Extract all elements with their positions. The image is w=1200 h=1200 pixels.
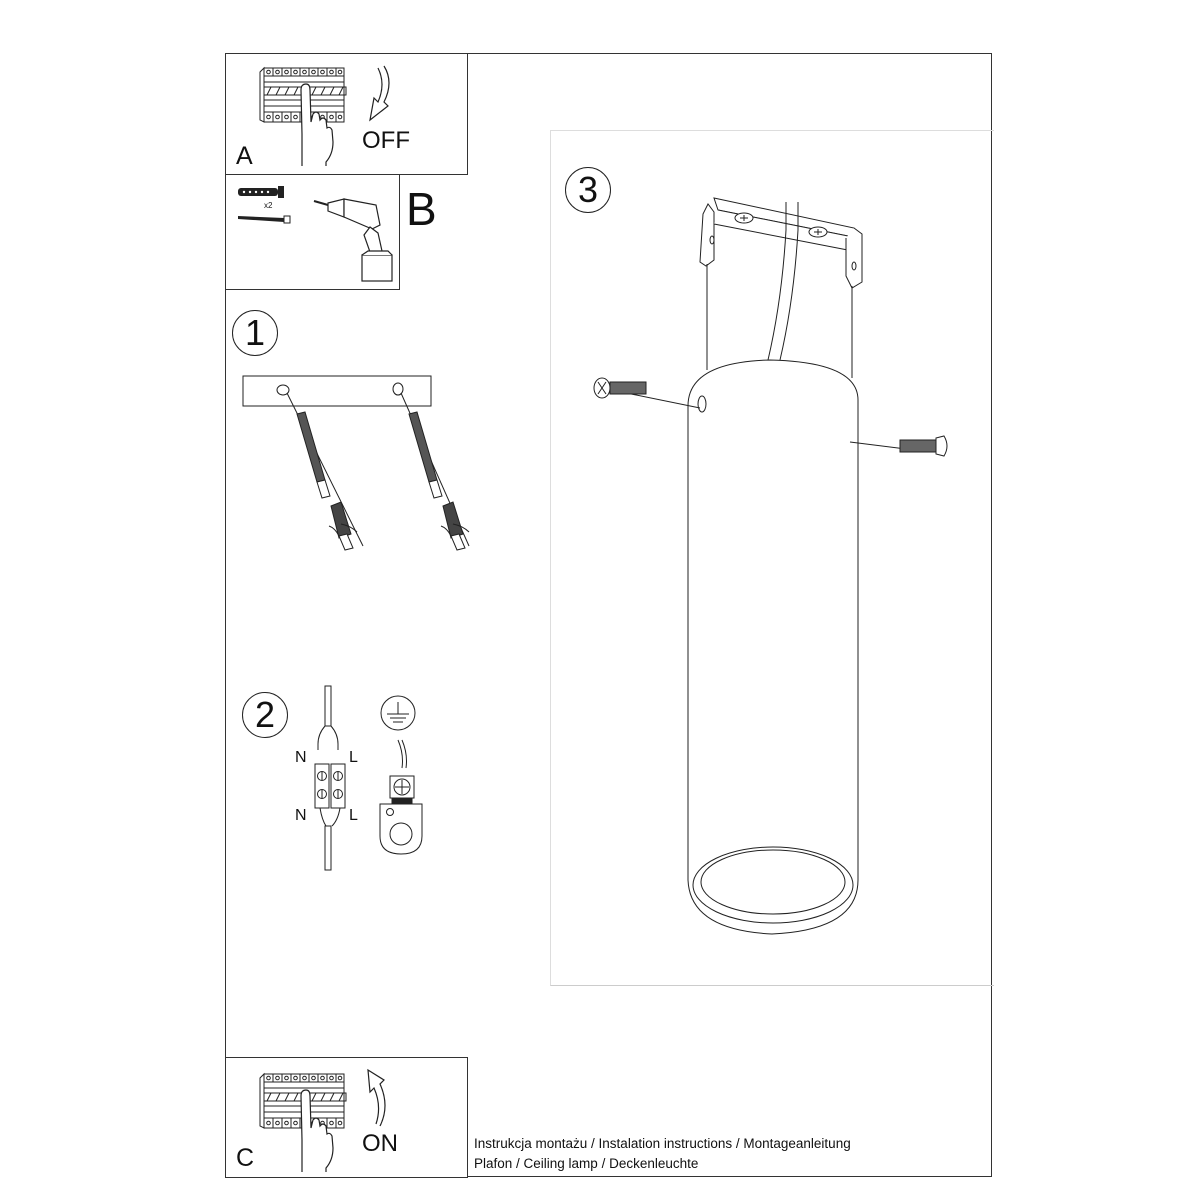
panel-a-power-off: A OFF	[225, 53, 468, 175]
screw-icon	[238, 215, 291, 224]
power-off-label: OFF	[362, 127, 410, 154]
wall-plug-icon	[238, 186, 284, 198]
step-2-number: 2	[242, 692, 288, 738]
step-1-number: 1	[232, 310, 278, 356]
terminal-label-n-bottom: N	[295, 807, 307, 824]
panel-c-label: C	[236, 1144, 255, 1172]
power-on-label: ON	[362, 1130, 398, 1157]
step-1-number-text: 1	[244, 312, 266, 353]
terminal-label-n-top: N	[295, 749, 307, 766]
terminal-block-icon	[314, 685, 346, 871]
arrow-down-icon	[369, 65, 390, 122]
mounting-plate-screws-icon	[242, 375, 470, 551]
document-title: Instrukcja montażu / Instalation instruc…	[474, 1136, 851, 1151]
terminal-label-l-bottom: L	[349, 807, 358, 824]
panel-b-label: B	[406, 183, 437, 235]
hand-pointer-icon	[300, 83, 334, 166]
cylinder-lamp-mounting-icon	[593, 197, 948, 935]
step-3-panel	[550, 130, 994, 986]
terminal-label-l-top: L	[349, 749, 358, 766]
hand-pointer-icon	[300, 1089, 334, 1172]
drill-icon	[313, 198, 393, 282]
page-frame	[225, 53, 992, 1177]
quantity-label: x2	[264, 201, 273, 210]
document-subtitle: Plafon / Ceiling lamp / Deckenleuchte	[474, 1156, 699, 1171]
panel-a-label: A	[236, 142, 253, 170]
panel-b-tools: x2	[225, 174, 400, 290]
step-3-number: 3	[565, 167, 611, 213]
step-2-number-text: 2	[254, 694, 276, 735]
ground-symbol-icon	[380, 695, 416, 731]
panel-c-power-on: C ON	[225, 1057, 468, 1178]
arrow-up-icon	[367, 1068, 386, 1127]
step-3-number-text: 3	[577, 169, 599, 210]
ground-terminal-icon	[379, 739, 423, 855]
